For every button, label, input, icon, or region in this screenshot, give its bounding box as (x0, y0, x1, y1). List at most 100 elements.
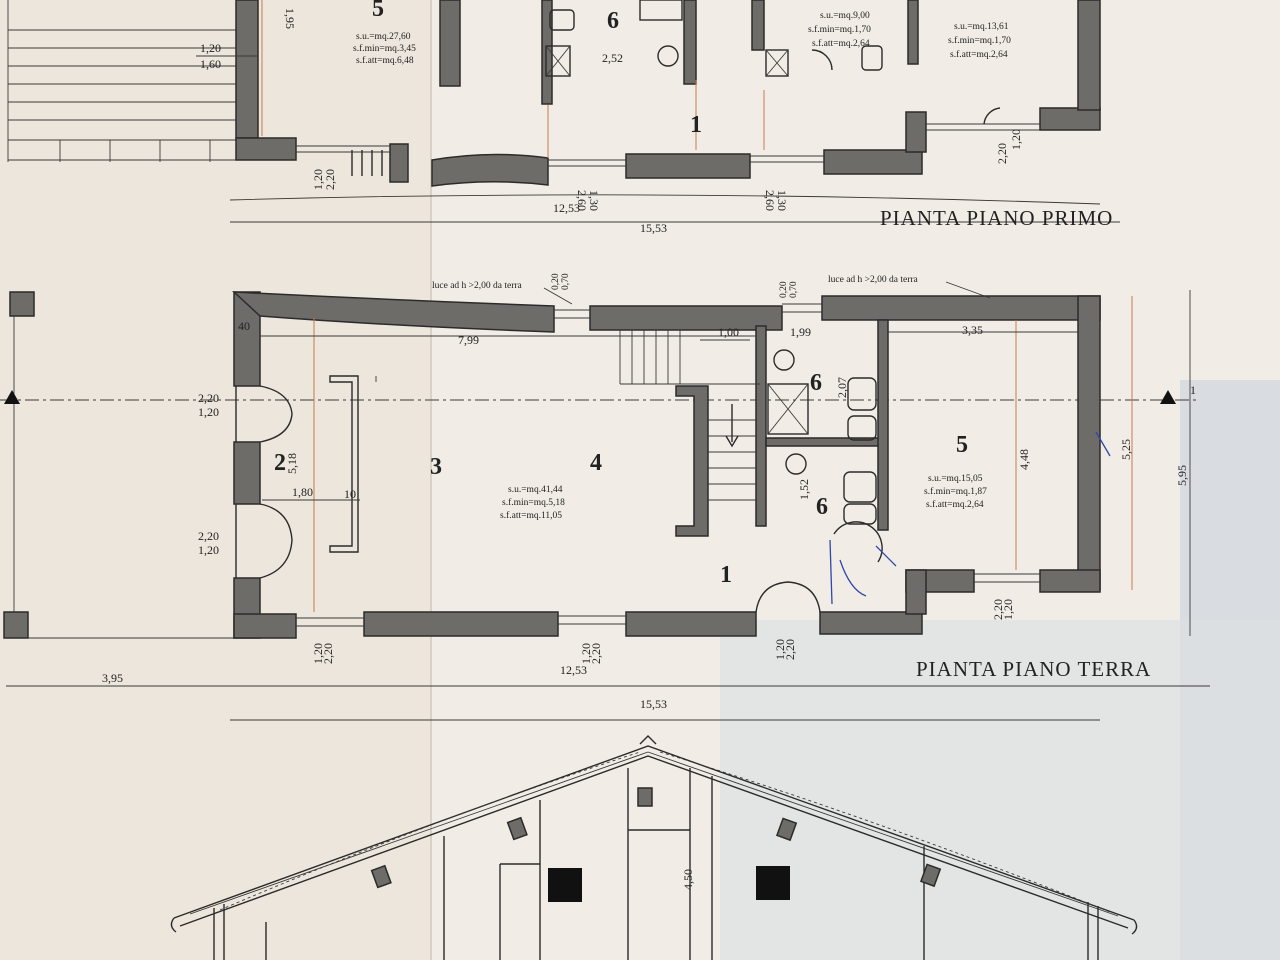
ground-floor-dim-40: 40 (238, 319, 250, 333)
first-floor-room-5-sfatt: s.f.att=mq.6,48 (356, 55, 414, 66)
ground-floor-dim-799: 7,99 (458, 333, 479, 347)
ground-floor-wall-bath-3 (877, 319, 889, 531)
ground-floor-room-4-label: 4 (590, 450, 602, 476)
first-floor-dim-2: 1,60 (200, 57, 221, 71)
first-floor-dim-5: 2,20 (323, 169, 337, 190)
first-floor-shower-3 (765, 49, 789, 77)
ground-floor-pillar-top (9, 291, 35, 317)
ground-floor-dim-1253: 12,53 (560, 663, 587, 677)
section-dim-height: 4,50 (681, 869, 695, 890)
ground-floor-dim-b6: 2,20 (783, 639, 797, 660)
first-floor-dim-6: 12,53 (553, 201, 580, 215)
first-floor-wall-south-7 (1039, 107, 1101, 131)
first-floor-wall-south-1 (235, 137, 297, 161)
first-floor-wall-south-2 (389, 143, 409, 183)
ground-floor-dim-w2: 0,70 (561, 273, 571, 290)
ground-floor-room-4-sfatt: s.f.att=mq.11,05 (500, 510, 562, 521)
ground-floor-dim-395: 3,95 (102, 671, 123, 685)
ground-floor-wall-north-1 (231, 291, 555, 333)
section-arrow-right (1160, 390, 1176, 404)
section-beam-2 (506, 816, 528, 841)
ground-floor-bidet-2 (843, 503, 877, 525)
ground-floor-shower (767, 383, 809, 435)
ground-floor-dim-180: 1,80 (292, 485, 313, 499)
first-floor-room-5-label: 5 (372, 0, 384, 22)
ground-floor-dim-525: 5,25 (1119, 439, 1133, 460)
first-floor-shower-2 (639, 0, 683, 21)
ground-floor-dim-b1: 1,20 (311, 643, 325, 664)
first-floor-toilet (549, 9, 575, 31)
first-floor-dim-1: 1,20 (200, 41, 221, 55)
ground-floor-dim-b2: 2,20 (321, 643, 335, 664)
ground-floor-dim-w3: 0,20 (779, 281, 789, 298)
ground-floor-wall-south-3 (625, 611, 757, 637)
ground-floor-wall-bath-2 (765, 437, 883, 447)
ground-floor-dim-1553: 15,53 (640, 697, 667, 711)
ground-floor-dim-120b: 1,20 (198, 543, 219, 557)
ground-floor-dim-10: 10 (344, 487, 356, 501)
first-floor-room-6-label: 6 (607, 8, 619, 34)
first-floor-wall-east (1077, 0, 1101, 111)
first-floor-title: PIANTA PIANO PRIMO (880, 206, 1113, 230)
ground-floor-wall-south-east (1039, 569, 1101, 593)
ground-floor-room-5-su: s.u.=mq.15,05 (928, 474, 983, 484)
first-floor-dim-12: 2,20 (995, 143, 1009, 164)
ground-floor-dim-199: 1,99 (790, 325, 811, 339)
ground-floor-wall-east (1077, 295, 1101, 591)
ground-floor-room-2-label: 2 (274, 450, 286, 476)
ground-floor-dim-b3: 1,20 (579, 643, 593, 664)
ground-floor-window-note-1: luce ad h >2,00 da terra (432, 281, 523, 291)
first-floor-room-b-su: s.u.=mq.13,61 (954, 22, 1009, 32)
ground-floor-room-5-sfatt: s.f.att=mq.2,64 (926, 499, 984, 510)
roof-outer-line (173, 745, 1135, 921)
ground-floor-door-1 (259, 385, 293, 443)
ground-floor-dim-b8: 2,20 (991, 599, 1005, 620)
section-beam-1 (370, 864, 392, 889)
ground-floor-wall-north-3 (821, 295, 1101, 321)
ground-floor-dim-220a: 2,20 (198, 391, 219, 405)
ground-floor-room-4-su: s.u.=mq.41,44 (508, 485, 563, 495)
section-beam-4 (775, 817, 798, 842)
ground-floor-toilet-2 (843, 471, 877, 503)
ground-floor-dim-220b: 2,20 (198, 529, 219, 543)
ground-floor-room-5-sfmin: s.f.min=mq.1,87 (924, 486, 987, 497)
ground-floor-wall-west-mid (233, 441, 261, 505)
ground-floor-stairs (619, 330, 760, 501)
first-floor-dim-10: 2,60 (763, 190, 777, 211)
ground-floor-dim-w4: 0,70 (789, 281, 799, 298)
first-floor-plan: 5 s.u.=mq.27,60 s.f.min=mq.3,45 s.f.att=… (7, 0, 1120, 235)
first-floor-dim-4: 1,20 (311, 169, 325, 190)
ground-floor-toilet-1 (847, 377, 877, 411)
first-floor-wall-south-6 (905, 111, 927, 153)
ground-floor-room-4-sfmin: s.f.min=mq.5,18 (502, 497, 565, 508)
section-arrow-left (4, 390, 20, 404)
ground-floor-pillar-bottom (3, 611, 29, 639)
ground-floor-wall-north-2 (589, 305, 783, 331)
ground-floor-entrance-door (755, 581, 821, 613)
first-floor-sink (657, 45, 679, 67)
ground-floor-dim-152: 1,52 (797, 479, 811, 500)
ground-floor-wall-stair (675, 385, 709, 537)
first-floor-room-a-sfatt: s.f.att=mq.2,64 (812, 38, 870, 49)
section-beam-3 (637, 787, 653, 807)
first-floor-wall-interior-4 (751, 0, 765, 51)
first-floor-room-a-sfmin: s.f.min=mq.1,70 (808, 24, 871, 35)
first-floor-room-b-sfatt: s.f.att=mq.2,64 (950, 49, 1008, 60)
ground-floor-wall-south-1 (233, 613, 297, 639)
ground-floor-dim-120a: 1,20 (198, 405, 219, 419)
section-drawing: 4,50 (170, 735, 1138, 960)
ground-floor-window-note-2: luce ad h >2,00 da terra (828, 275, 919, 285)
first-floor-wall-interior-3 (683, 0, 697, 85)
first-floor-dim-13: 15,53 (640, 221, 667, 235)
first-floor-dim-11: 1,20 (1009, 129, 1023, 150)
first-floor-room-5-su: s.u.=mq.27,60 (356, 32, 411, 42)
first-floor-room-b-sfmin: s.f.min=mq.1,70 (948, 35, 1011, 46)
section-window-2 (756, 866, 790, 900)
first-floor-dim-8: 2,60 (575, 190, 589, 211)
ground-floor-bath-door (833, 521, 883, 563)
ground-floor-room-5-label: 5 (956, 432, 968, 458)
ground-floor-wall-south-6 (905, 569, 927, 615)
ground-floor-dim-335: 3,35 (962, 323, 983, 337)
section-beam-5 (919, 863, 942, 888)
